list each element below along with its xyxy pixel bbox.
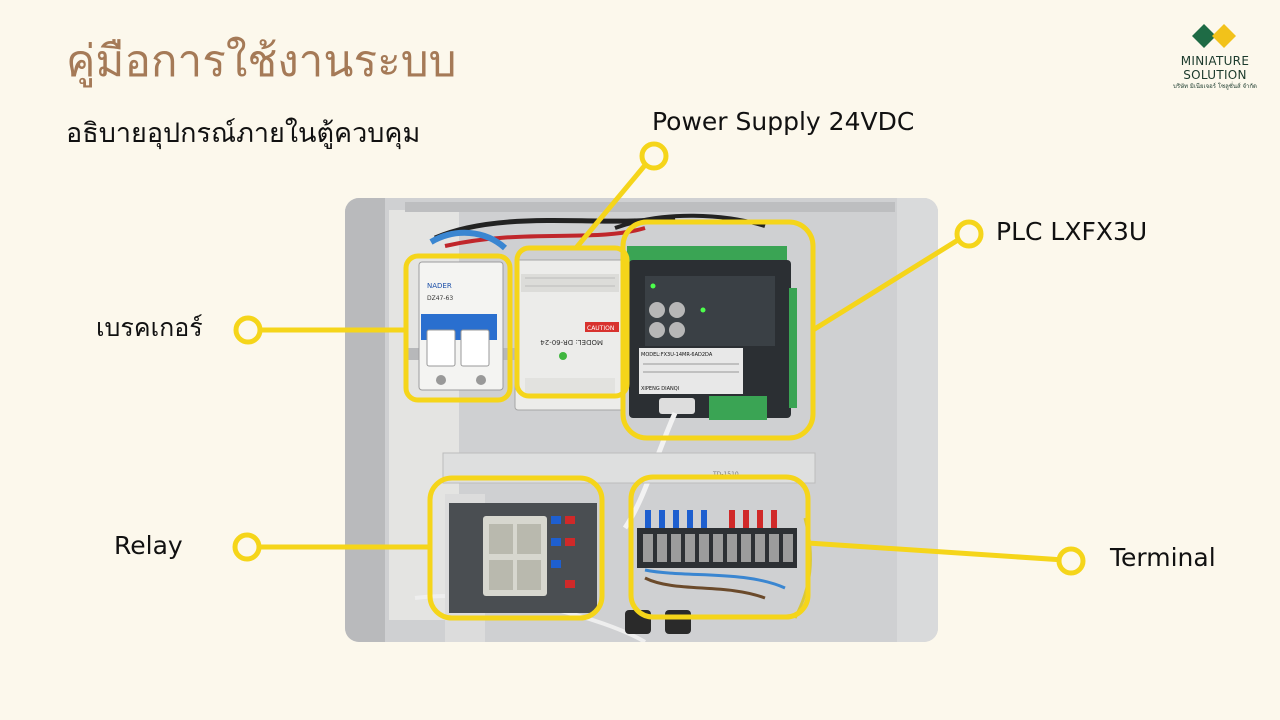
terminal-block: TD-1510 <box>637 471 812 619</box>
relay-highlight-box <box>427 475 605 621</box>
breaker-highlight-box <box>403 253 513 403</box>
plc-label: PLC LXFX3U <box>996 217 1148 246</box>
plc-connector-line <box>811 237 960 333</box>
plc-unit: MODEL:FX3U-14MR-6AD2DA XIPENG DIANQI <box>627 246 797 420</box>
control-cabinet-photo: NADER DZ47-63 MODEL: DR-60-24 CAUTION <box>345 198 938 642</box>
psu-callout-dot <box>639 141 669 171</box>
power-supply-unit: MODEL: DR-60-24 CAUTION <box>514 259 626 411</box>
plc-highlight-box <box>620 219 816 441</box>
breaker-callout-dot <box>233 315 263 345</box>
circuit-breaker: NADER DZ47-63 <box>418 261 504 391</box>
psu-connector-line <box>574 162 648 250</box>
logo-line-2: SOLUTION <box>1183 68 1247 82</box>
plc-callout-dot <box>954 219 984 249</box>
breaker-model: DZ47-63 <box>427 295 453 302</box>
page-subtitle: อธิบายอุปกรณ์ภายในตู้ควบคุม <box>66 118 421 149</box>
relay-bank <box>449 503 597 613</box>
terminal-highlight-box <box>628 474 811 620</box>
plc-model: MODEL:FX3U-14MR-6AD2DA <box>641 352 713 358</box>
psu-highlight-box <box>514 245 630 399</box>
logo-diamond-icon <box>1192 24 1236 48</box>
logo-line-3: บริษัท มิเนียเจอร์ โซลูชั่นส์ จำกัด <box>1173 83 1257 90</box>
breaker-label: เบรคเกอร์ <box>96 313 203 342</box>
terminal-callout-dot <box>1056 546 1086 576</box>
page-title: คู่มือการใช้งานระบบ <box>66 36 457 87</box>
terminal-label: Terminal <box>1110 543 1216 572</box>
psu-label: Power Supply 24VDC <box>652 107 915 136</box>
relay-label: Relay <box>114 531 183 560</box>
psu-caution: CAUTION <box>587 325 614 332</box>
plc-maker: XIPENG DIANQI <box>641 386 679 392</box>
terminal-connector-line <box>807 540 1065 563</box>
logo-line-1: MINIATURE <box>1180 54 1250 68</box>
psu-model: MODEL: DR-60-24 <box>540 338 603 346</box>
company-logo: MINIATURE SOLUTION บริษัท มิเนียเจอร์ โซ… <box>1168 22 1262 91</box>
relay-callout-dot <box>232 532 262 562</box>
breaker-brand: NADER <box>427 282 452 290</box>
